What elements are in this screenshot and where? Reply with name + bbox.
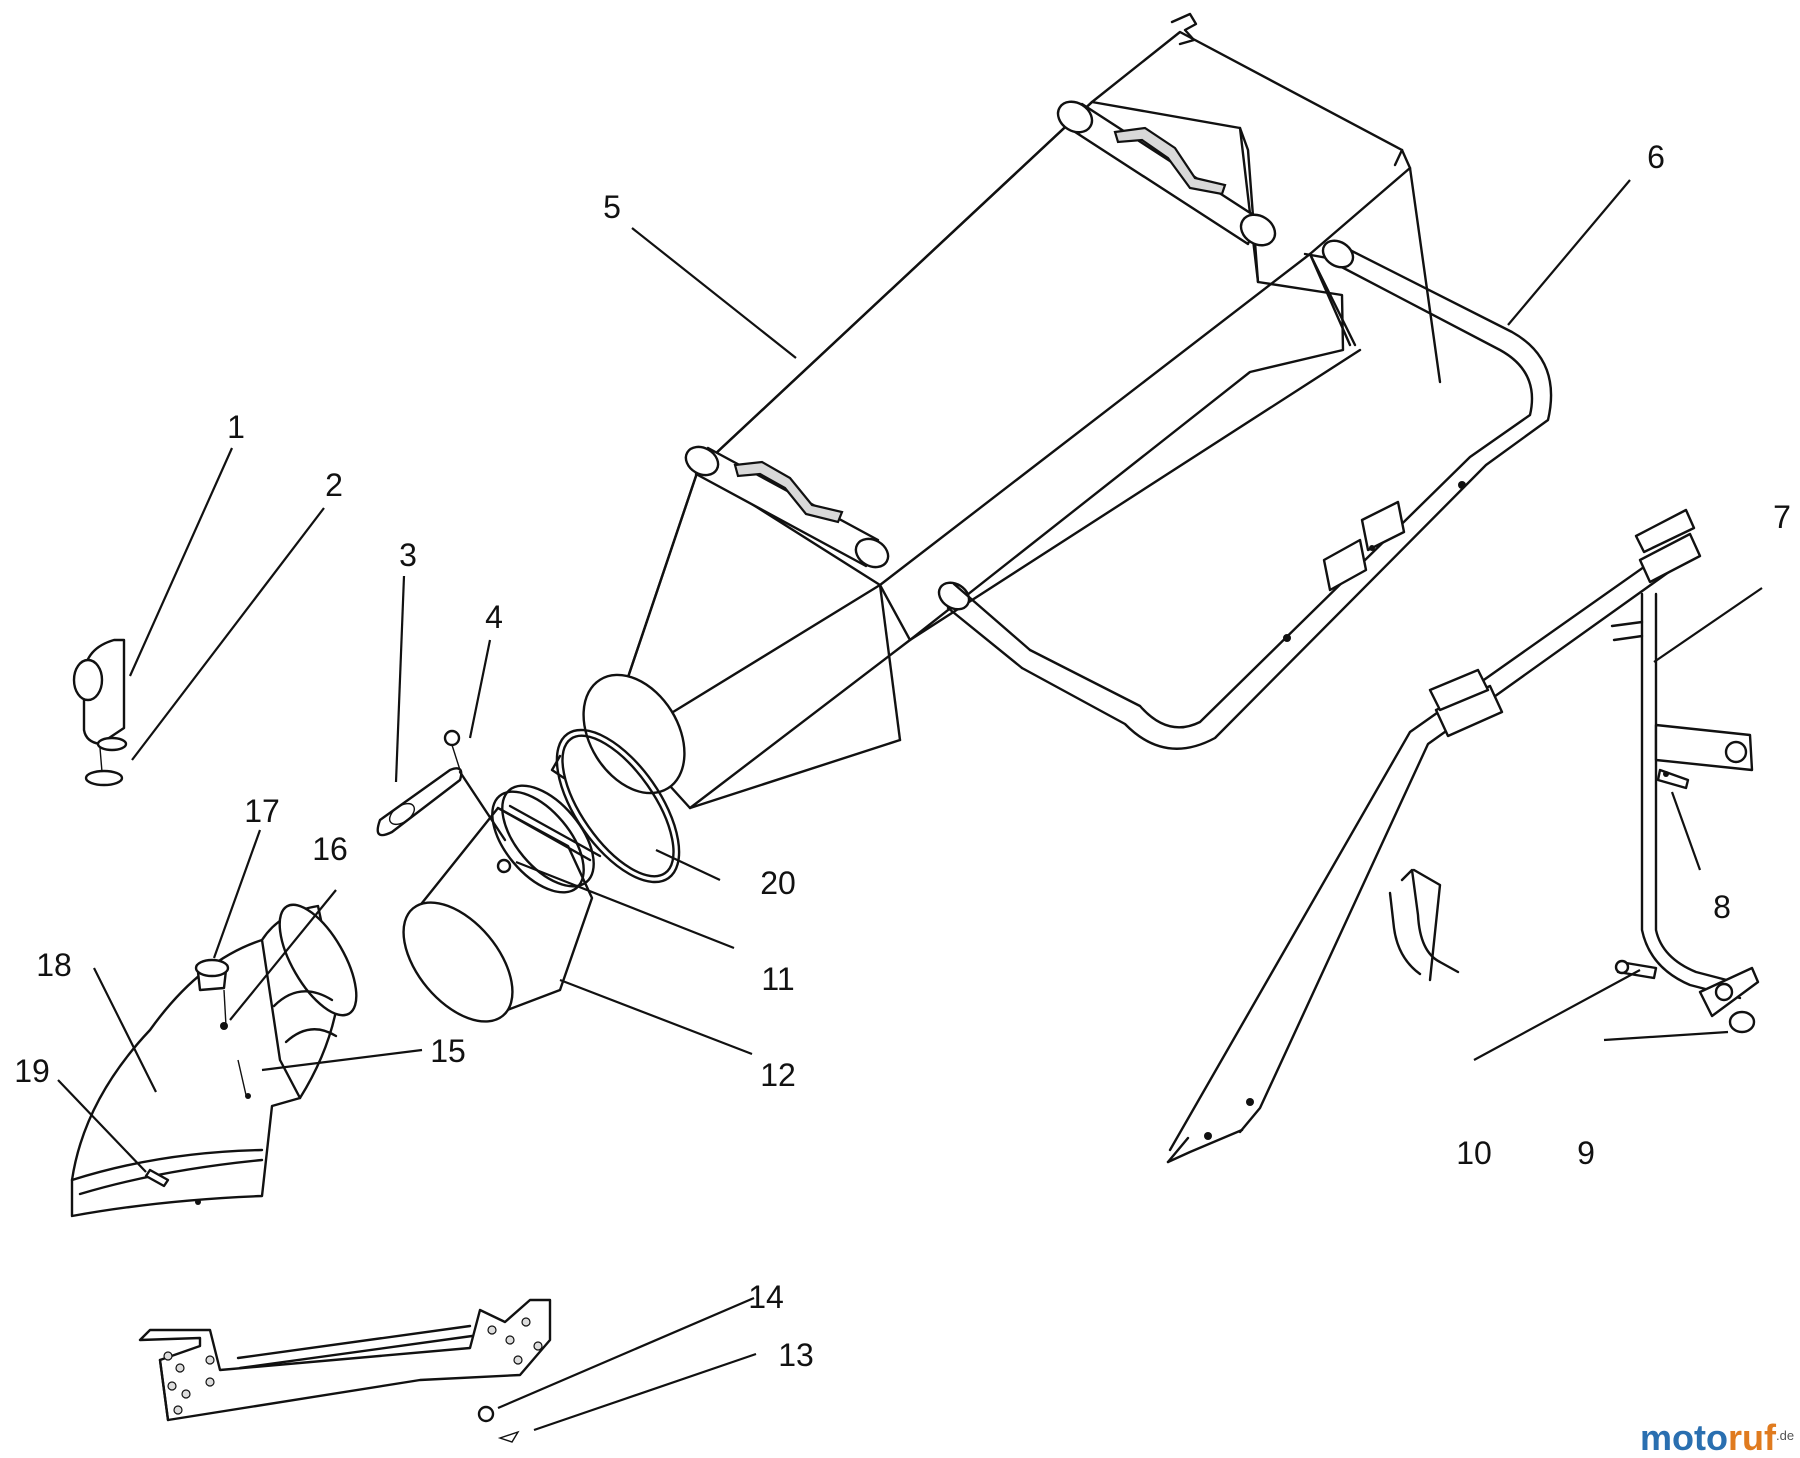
hose-clip xyxy=(84,747,124,787)
callout-7: 7 xyxy=(1773,499,1791,535)
deflector-rod-assembly xyxy=(1166,508,1702,1164)
callout-labels: 1 2 3 4 5 6 7 8 9 10 11 12 13 14 15 16 1… xyxy=(14,139,1791,1373)
watermark-tld: .de xyxy=(1776,1428,1794,1443)
callout-13: 13 xyxy=(778,1337,814,1373)
hardware-9 xyxy=(1728,1010,1756,1034)
watermark-brand-b: ruf xyxy=(1728,1417,1777,1458)
callout-14: 14 xyxy=(748,1279,784,1315)
grass-bag xyxy=(582,12,1442,810)
bag-frame xyxy=(937,239,1553,750)
bag-front-handle xyxy=(684,445,890,569)
watermark-logo: motoruf .de xyxy=(1640,1417,1794,1458)
elbow-fitting xyxy=(72,638,128,752)
callout-8: 8 xyxy=(1713,889,1731,925)
callout-20: 20 xyxy=(760,865,796,901)
callout-5: 5 xyxy=(603,189,621,225)
callout-11: 11 xyxy=(761,961,794,997)
callout-4: 4 xyxy=(485,599,503,635)
callout-2: 2 xyxy=(325,467,343,503)
callout-1: 1 xyxy=(227,409,245,445)
svg-text:motoruf: motoruf xyxy=(1640,1417,1777,1458)
callout-17: 17 xyxy=(244,793,280,829)
callout-9: 9 xyxy=(1577,1135,1595,1171)
hardware-8 xyxy=(1656,768,1690,790)
screw-and-strap xyxy=(376,729,512,874)
mounting-bracket xyxy=(138,1298,552,1443)
callout-10: 10 xyxy=(1456,1135,1492,1171)
callout-19: 19 xyxy=(14,1053,50,1089)
discharge-chute xyxy=(70,903,358,1218)
spout-tube xyxy=(402,784,602,1023)
support-rod xyxy=(1610,592,1760,1018)
callout-15: 15 xyxy=(430,1033,466,1069)
callout-18: 18 xyxy=(36,947,72,983)
callout-3: 3 xyxy=(399,537,417,573)
watermark-brand-a: moto xyxy=(1640,1417,1728,1458)
callout-6: 6 xyxy=(1647,139,1665,175)
callout-12: 12 xyxy=(760,1057,796,1093)
callout-leaders xyxy=(57,179,1763,1432)
hardware-10 xyxy=(1614,959,1658,980)
clamp-ring xyxy=(550,728,681,884)
bag-top-handle xyxy=(1056,100,1277,247)
callout-16: 16 xyxy=(312,831,348,867)
